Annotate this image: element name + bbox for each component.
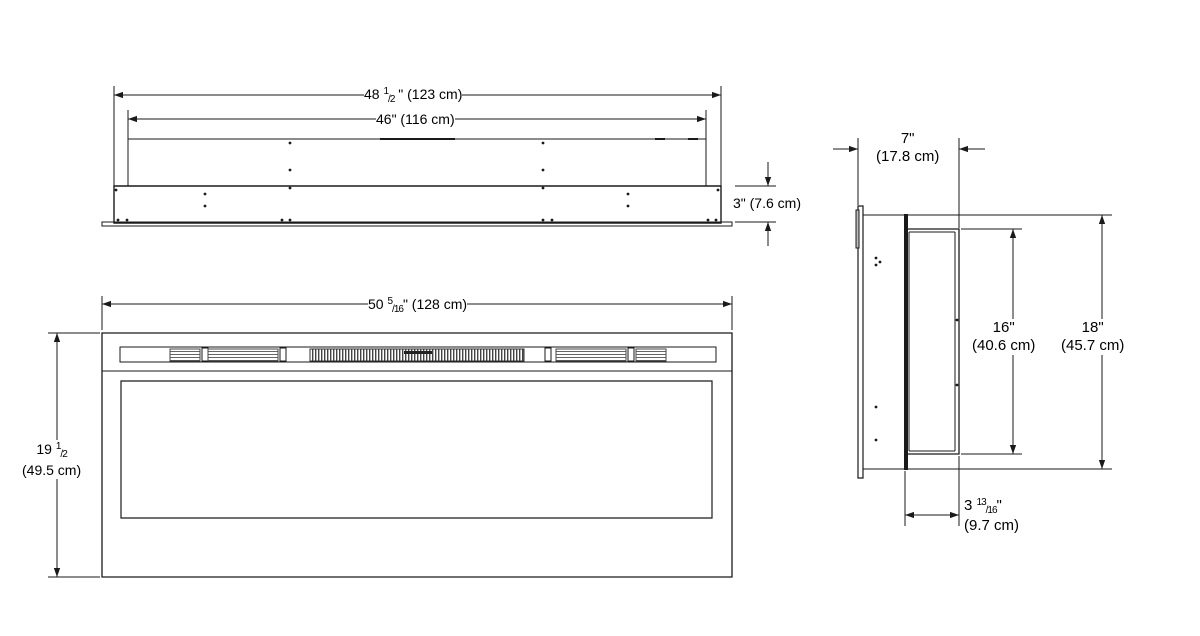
side-inner-height-label: 16" (40.6 cm) xyxy=(972,319,1036,355)
top-overall-width-label: 48 1/2 " (123 cm) xyxy=(364,86,463,105)
front-height-label: 19 1/2 (49.5 cm) xyxy=(22,440,82,479)
side-view xyxy=(833,138,1112,526)
front-view xyxy=(48,296,732,577)
front-width-label: 50 5/16" (128 cm) xyxy=(368,296,468,315)
side-overall-height-label: 18" (45.7 cm) xyxy=(1061,319,1125,355)
side-recess-label: 3 13/16" (9.7 cm) xyxy=(964,497,1020,534)
top-inner-width-label: 46" (116 cm) xyxy=(376,111,455,128)
top-depth-label: 3" (7.6 cm) xyxy=(733,195,801,212)
top-view xyxy=(102,86,776,246)
side-depth-label: 7" (17.8 cm) xyxy=(876,130,940,166)
